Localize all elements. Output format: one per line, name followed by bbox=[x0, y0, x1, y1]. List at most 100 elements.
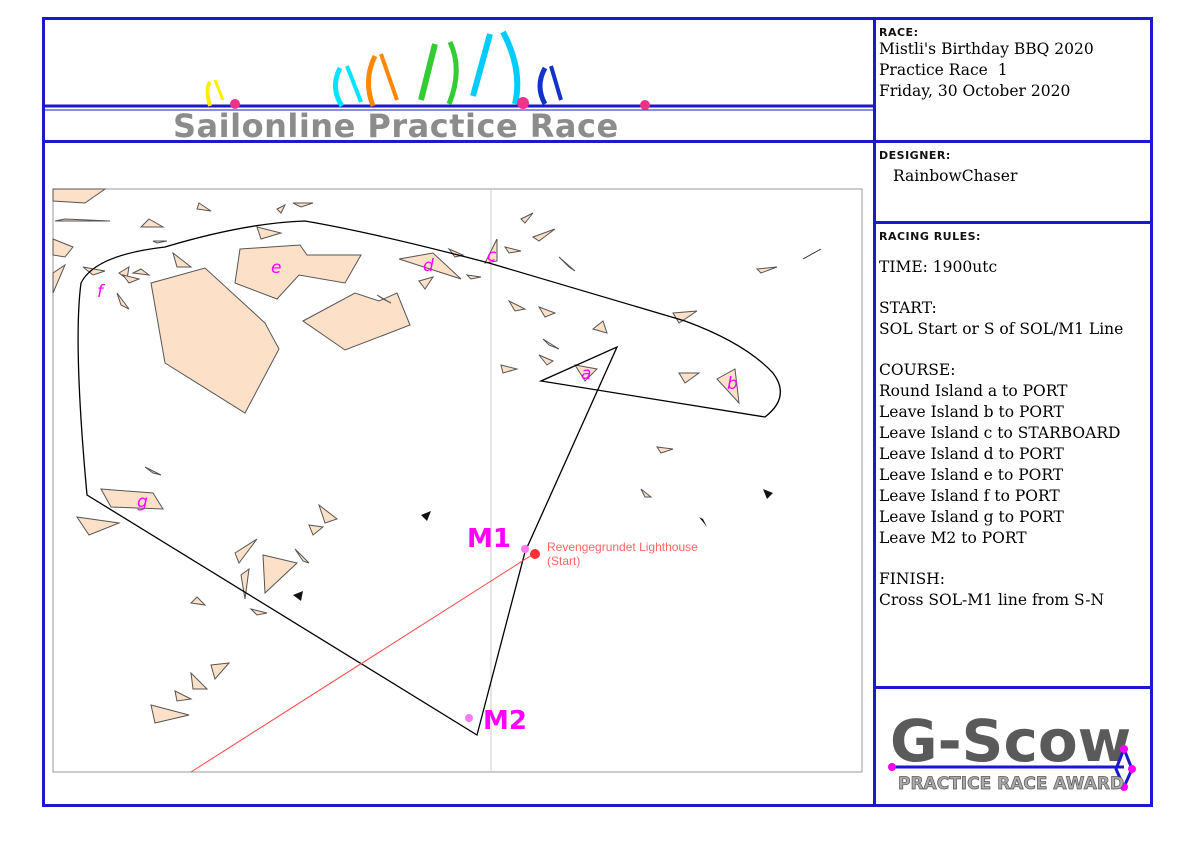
island-shape bbox=[465, 274, 482, 280]
sail-navy-icon bbox=[537, 66, 548, 106]
course-item: Leave Island e to PORT bbox=[879, 466, 1064, 484]
island-shape bbox=[262, 554, 299, 595]
island-shape bbox=[196, 202, 212, 212]
header-banner: Sailonline Practice Race bbox=[45, 20, 876, 145]
island-shape bbox=[318, 503, 339, 524]
island-shape bbox=[249, 608, 268, 616]
island-shape bbox=[500, 364, 519, 374]
island-label-e: e bbox=[271, 258, 281, 278]
sail-orange-jib-icon bbox=[379, 53, 399, 101]
rules-start: SOL Start or S of SOL/M1 Line bbox=[879, 320, 1124, 338]
lighthouse-sublabel: (Start) bbox=[547, 554, 580, 568]
award-dot-icon bbox=[1120, 745, 1128, 753]
rock-icon bbox=[763, 489, 773, 499]
award-logo-text: G-Scow bbox=[890, 707, 1131, 775]
course-item: Leave Island g to PORT bbox=[879, 508, 1064, 526]
rules-time: TIME: 1900utc bbox=[879, 258, 998, 276]
lighthouse-label: Revengegrundet Lighthouse bbox=[547, 540, 698, 554]
island-shape bbox=[507, 299, 527, 312]
course-item: Leave Island f to PORT bbox=[879, 487, 1060, 505]
mark-m1-label: M1 bbox=[467, 524, 511, 554]
island-shape bbox=[190, 671, 209, 690]
race-info-panel: RACE: Mistli's Birthday BBQ 2020 Practic… bbox=[876, 20, 1150, 143]
island-shape bbox=[558, 256, 576, 272]
sail-yellow-jib-icon bbox=[213, 79, 225, 101]
designer-name: RainbowChaser bbox=[893, 167, 1018, 185]
island-shape bbox=[52, 263, 67, 294]
island-shape bbox=[418, 276, 435, 290]
island-shape bbox=[538, 354, 555, 366]
race-number: Practice Race 1 bbox=[879, 61, 1008, 79]
island-shape bbox=[537, 306, 557, 318]
course-item: Leave M2 to PORT bbox=[879, 529, 1027, 547]
rules-course-heading: COURSE: bbox=[879, 361, 956, 379]
course-item: Round Island a to PORT bbox=[879, 382, 1068, 400]
race-date: Friday, 30 October 2020 bbox=[879, 82, 1071, 100]
course-item: Leave Island c to STARBOARD bbox=[879, 424, 1121, 442]
rules-start-heading: START: bbox=[879, 299, 937, 317]
lighthouse-icon bbox=[530, 549, 540, 559]
sail-blue-icon bbox=[470, 33, 493, 97]
award-subtitle: PRACTICE RACE AWARD bbox=[898, 774, 1124, 794]
rules-heading: RACING RULES: bbox=[879, 230, 981, 243]
sail-cyan-icon bbox=[333, 66, 345, 108]
logo-dot-icon bbox=[640, 100, 650, 110]
island-shape bbox=[302, 292, 411, 351]
island-shape bbox=[503, 246, 522, 254]
island-shape bbox=[189, 596, 207, 606]
island-shape bbox=[256, 226, 283, 240]
island-shape bbox=[755, 266, 778, 274]
island-shape bbox=[52, 238, 74, 258]
mark-m1-icon bbox=[521, 545, 529, 553]
island-shape bbox=[121, 274, 141, 284]
award-dot-icon bbox=[1120, 783, 1128, 791]
rock-icon bbox=[699, 517, 707, 527]
designer-panel: DESIGNER: RainbowChaser bbox=[876, 143, 1150, 224]
sail-orange-icon bbox=[366, 54, 378, 107]
islands bbox=[52, 188, 778, 724]
rock-line bbox=[802, 248, 822, 260]
island-shape bbox=[139, 218, 165, 228]
sailonline-logo bbox=[45, 30, 873, 111]
island-shape bbox=[150, 704, 190, 724]
start-line bbox=[190, 552, 536, 773]
island-shape bbox=[152, 240, 168, 244]
island-labels: a b c d e f g bbox=[97, 246, 738, 512]
sail-blue-jib-icon bbox=[500, 30, 521, 105]
course-item: Leave Island b to PORT bbox=[879, 403, 1064, 421]
island-label-d: d bbox=[423, 256, 434, 276]
award-dot-icon bbox=[888, 763, 896, 771]
race-name: Mistli's Birthday BBQ 2020 bbox=[879, 40, 1094, 58]
sail-green-jib-icon bbox=[446, 40, 459, 105]
racing-rules-panel: RACING RULES: TIME: 1900utc START: SOL S… bbox=[876, 224, 1150, 689]
island-e bbox=[234, 244, 362, 300]
sail-yellow-icon bbox=[205, 80, 212, 107]
course-map: a b c d e f g M1 M2 Revengegrundet Light… bbox=[45, 143, 876, 804]
race-sheet: Sailonline Practice Race RACE: Mistli's … bbox=[42, 17, 1153, 807]
rocks bbox=[293, 248, 822, 601]
mark-m2-icon bbox=[465, 714, 473, 722]
island-shape bbox=[234, 538, 258, 565]
island-label-f: f bbox=[97, 282, 106, 302]
sail-green-icon bbox=[418, 43, 438, 101]
island-shape bbox=[292, 202, 314, 208]
island-a bbox=[573, 364, 599, 382]
course-route bbox=[77, 220, 781, 737]
rules-finish: Cross SOL-M1 line from S-N bbox=[879, 591, 1105, 609]
island-shape bbox=[172, 251, 193, 268]
island-shape bbox=[174, 690, 193, 702]
island-shape bbox=[54, 218, 111, 222]
sail-navy-jib-icon bbox=[549, 65, 563, 101]
logo-dot-icon bbox=[230, 99, 240, 109]
island-c bbox=[484, 238, 498, 264]
island-shape bbox=[210, 662, 231, 681]
sail-cyan-jib-icon bbox=[345, 65, 363, 103]
award-dot-icon bbox=[1128, 765, 1136, 773]
rock-icon bbox=[293, 591, 303, 601]
island-shape bbox=[75, 516, 121, 536]
island-shape bbox=[144, 466, 162, 476]
island-shape bbox=[308, 524, 325, 536]
race-heading: RACE: bbox=[879, 26, 919, 39]
island-shape bbox=[531, 228, 556, 242]
island-label-g: g bbox=[137, 492, 148, 512]
